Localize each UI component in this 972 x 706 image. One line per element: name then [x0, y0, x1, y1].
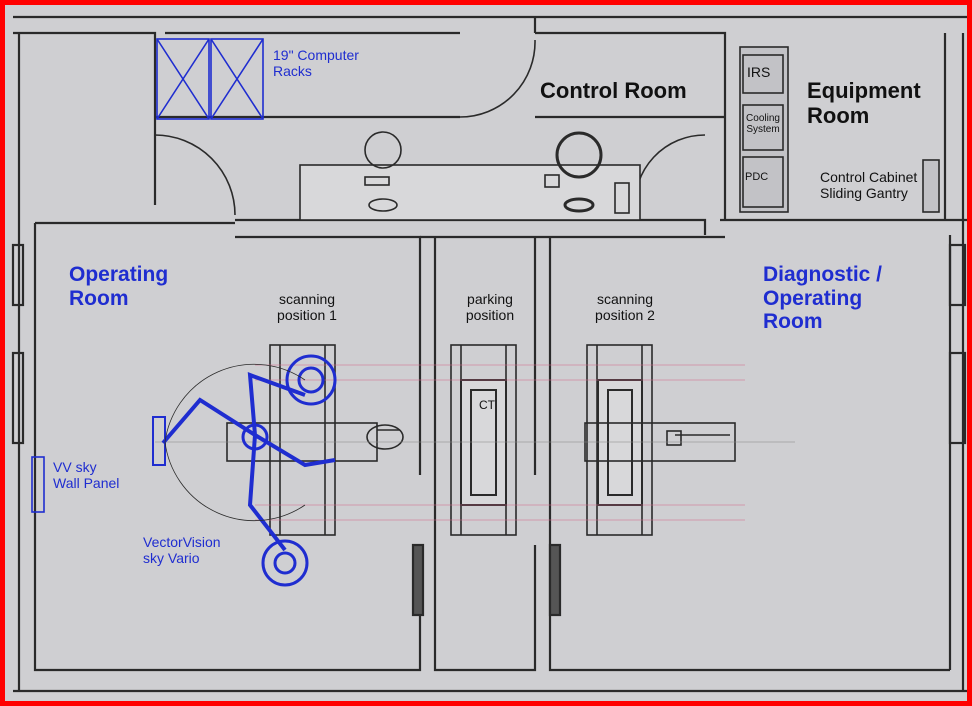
guide-lines	[155, 364, 795, 521]
control-cabinet-label: Control Cabinet Sliding Gantry	[820, 169, 918, 201]
parking-position-line: parking	[467, 291, 513, 307]
door-swing	[634, 134, 706, 211]
parking-position-line: position	[465, 306, 515, 323]
racks-label: 19" Computer Racks	[273, 47, 359, 79]
operating-room-label-line: Room	[69, 286, 129, 310]
arm-range-arc	[164, 363, 306, 443]
racks-label-line: 19" Computer	[273, 47, 359, 63]
racks-label-line: Racks	[273, 62, 312, 79]
scanning-position-2-label: scanning position 2	[585, 291, 665, 323]
wall-panel-label-line: VV sky	[53, 459, 97, 475]
cooling-system-label: Cooling System	[741, 113, 785, 135]
cooling-system-label-line: System	[746, 124, 780, 136]
scanning-position-2-line: position 2	[595, 306, 655, 323]
diagnostic-room-wall	[548, 235, 950, 672]
wall-panel	[31, 456, 45, 513]
control-room-lower-wall	[35, 218, 967, 235]
wall-column	[11, 351, 25, 445]
irs-label: IRS	[747, 64, 771, 80]
wall-column	[948, 243, 967, 307]
computer-racks	[156, 38, 264, 120]
diagnostic-room-label-line: Diagnostic /	[763, 263, 883, 286]
navigation-arm	[152, 354, 337, 587]
outer-wall	[13, 15, 967, 693]
wall-column	[948, 351, 967, 445]
vectorvision-label-line: VectorVision	[143, 534, 221, 550]
control-desk	[299, 131, 641, 221]
wall-column	[11, 243, 25, 307]
ct-label: CT	[479, 398, 495, 412]
right-wall	[948, 33, 965, 691]
control-room-label: Control Room	[540, 78, 687, 103]
wall-column	[411, 543, 425, 617]
control-cabinet-label-line: Sliding Gantry	[820, 184, 908, 201]
diagnostic-room-label: Diagnostic / Operating Room	[763, 263, 882, 334]
scanning-position-1-line: position 1	[277, 306, 337, 323]
wall-panel-label: VV sky Wall Panel	[53, 459, 120, 491]
equipment-cabinets	[739, 46, 940, 213]
operating-room-label-line: Operating	[69, 263, 169, 286]
scanning-position-1-label: scanning position 1	[267, 291, 347, 323]
cooling-system-label-line: Cooling	[746, 113, 780, 124]
equipment-room-label-line: Room	[807, 102, 870, 128]
control-cabinet-label-line: Control Cabinet	[820, 169, 918, 185]
equipment-room-label: Equipment Room	[807, 78, 921, 128]
equipment-room-label-line: Equipment	[807, 78, 921, 103]
parking-wall	[420, 235, 550, 672]
outer-wall	[165, 17, 947, 220]
wall-panel-label-line: Wall Panel	[53, 474, 120, 491]
scanning-position-1-line: scanning	[278, 291, 336, 307]
arm-range-arc	[164, 441, 306, 522]
vectorvision-label-line: sky Vario	[143, 549, 200, 566]
scanning-position-2-line: scanning	[596, 291, 654, 307]
vectorvision-label: VectorVision sky Vario	[143, 534, 221, 566]
wall-column	[548, 543, 562, 617]
operating-room-label: Operating Room	[69, 263, 168, 310]
diagnostic-room-label-line: Operating	[763, 286, 863, 310]
door-swing	[459, 39, 536, 118]
pdc-label: PDC	[745, 171, 769, 183]
parking-position-label: parking position	[450, 291, 530, 323]
diagnostic-room-label-line: Room	[763, 310, 823, 334]
floor-plan-drawing	[11, 15, 967, 693]
door-swing	[154, 134, 236, 216]
